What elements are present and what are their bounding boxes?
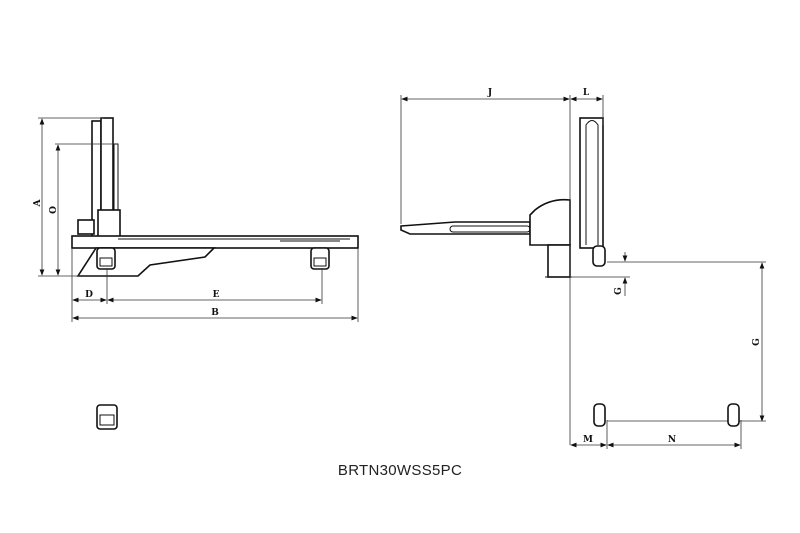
traverse-beam [71,235,359,249]
side-view: A O D E B [33,117,359,430]
gripper [592,245,606,267]
vertical-column [579,117,604,249]
label-N: N [668,435,676,445]
motor [77,219,95,235]
label-E: E [213,290,220,300]
gripper-position-1 [593,403,606,427]
label-B: B [211,308,219,318]
pedestal [547,244,571,278]
label-O: O [49,206,59,214]
label-G-large: G [752,338,762,346]
gripper-position-2 [727,403,740,427]
arm-head [529,198,571,246]
label-M: M [583,435,593,445]
model-number: BRTN30WSS5PC [337,462,463,479]
label-A: A [33,198,43,207]
label-D: D [85,290,93,300]
label-L: L [583,88,590,98]
front-view: J L G G M N [400,88,766,449]
label-J: J [487,88,492,98]
carriage-detail [96,404,118,430]
label-G-small: G [614,287,624,295]
